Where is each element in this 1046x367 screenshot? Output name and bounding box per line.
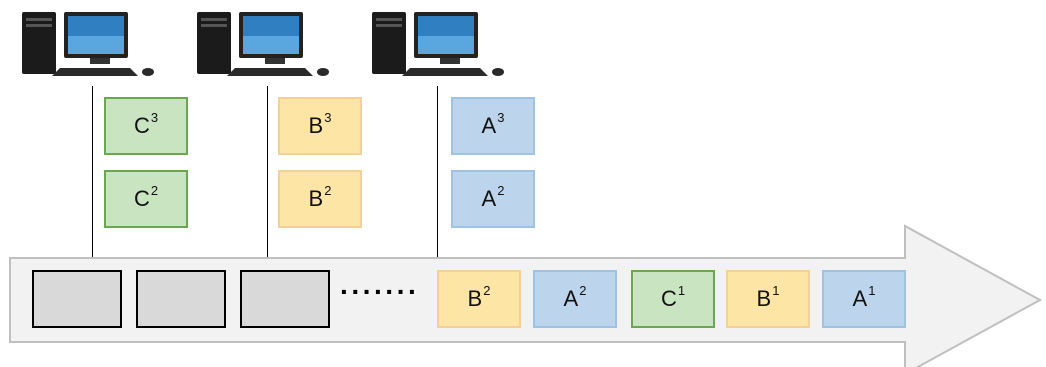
stream-item-sup: 1	[868, 282, 876, 298]
empty-slot	[32, 270, 122, 328]
queue-item-letter: A	[481, 113, 497, 138]
queue-item-letter: C	[133, 186, 150, 211]
stream-item-letter: B	[467, 286, 483, 311]
desktop-computer-icon	[22, 12, 154, 76]
stream-item-sup: 1	[677, 282, 686, 298]
queue-item-letter: A	[481, 186, 497, 211]
connector-line-2	[267, 86, 268, 257]
queue-item-sup: 3	[497, 109, 505, 125]
queue-item-letter: B	[308, 186, 324, 211]
stream-item-letter: B	[756, 286, 772, 311]
stream-item-sup: 1	[772, 282, 780, 298]
queue-item-sup: 2	[497, 182, 505, 198]
computer-2	[195, 10, 335, 82]
stream-item-sup: 2	[579, 282, 587, 298]
queue-item-sup: 3	[324, 109, 332, 125]
queue-item-letter: C	[133, 113, 150, 138]
queue-item-sup: 2	[150, 182, 159, 198]
empty-slot	[240, 270, 330, 328]
connector-line-3	[437, 86, 438, 257]
ellipsis: ·······	[340, 276, 420, 307]
desktop-computer-icon	[197, 12, 329, 76]
stream-item-letter: A	[852, 286, 868, 311]
queue-item-sup: 3	[150, 109, 159, 125]
empty-slot	[136, 270, 226, 328]
stream-arrow-shape	[9, 224, 1043, 367]
queue-item-sup: 2	[324, 182, 332, 198]
desktop-computer-icon	[372, 12, 504, 76]
queue-item-letter: B	[308, 113, 324, 138]
stream-item-sup: 2	[483, 282, 491, 298]
stream-item-letter: A	[563, 286, 579, 311]
computer-3	[370, 10, 510, 82]
computer-1	[20, 10, 160, 82]
stream-item-letter: C	[660, 286, 677, 311]
connector-line-1	[92, 86, 93, 257]
